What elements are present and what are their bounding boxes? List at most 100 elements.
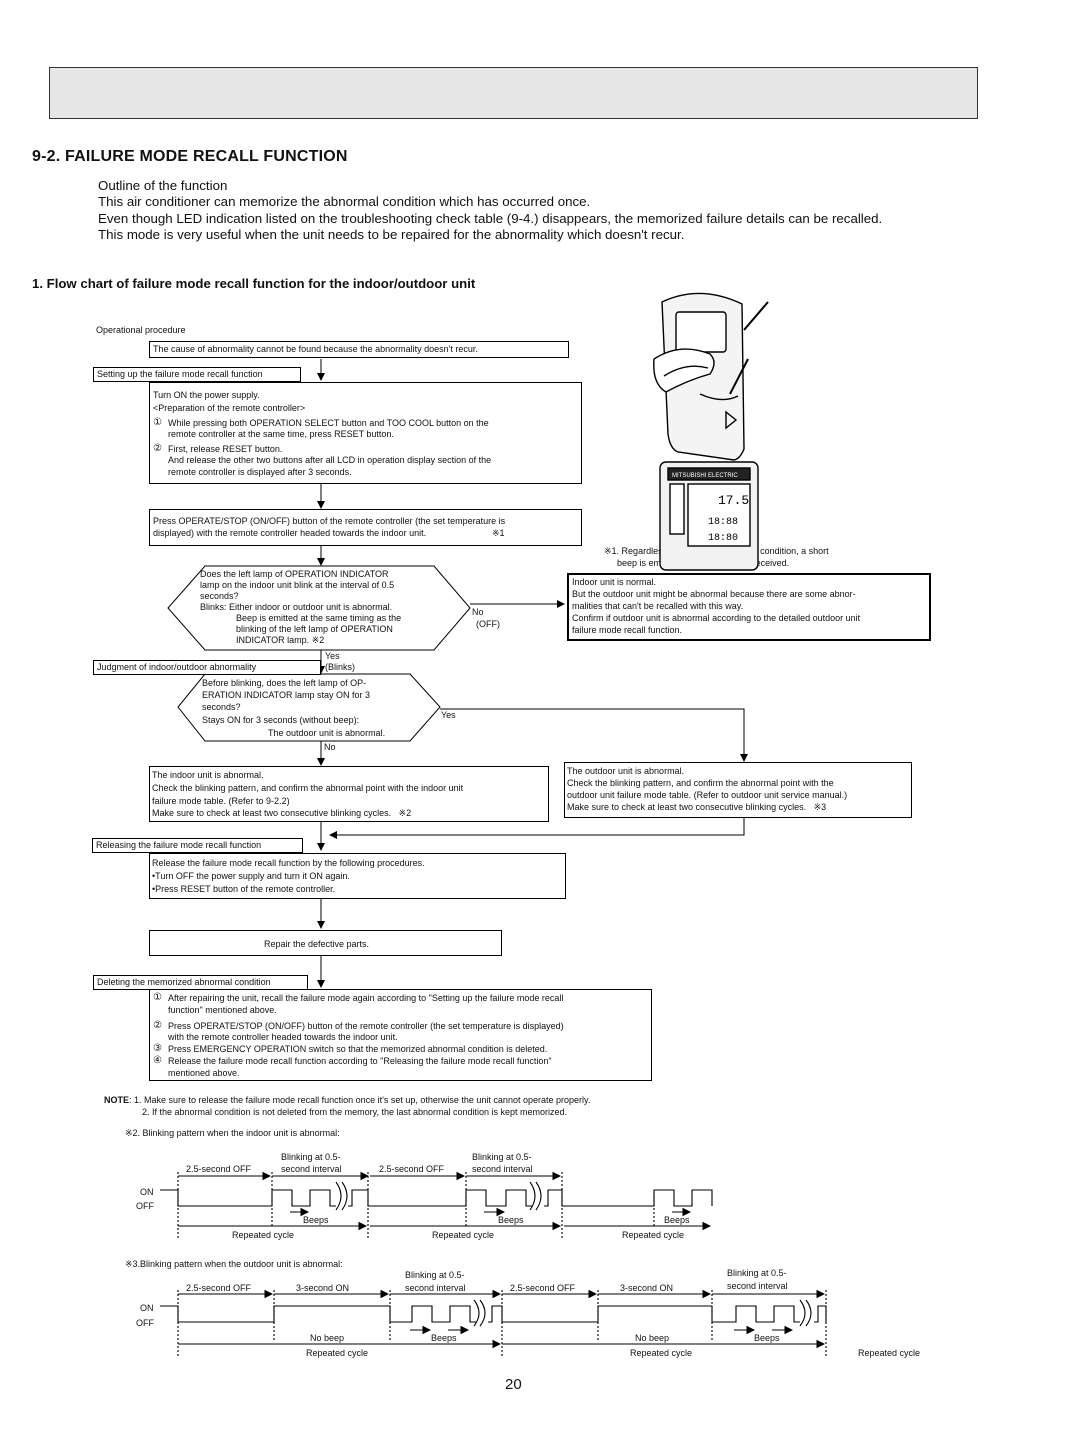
remote-brand: MITSUBISHI ELECTRIC — [672, 473, 738, 479]
release-label-box: Releasing the failure mode recall functi… — [92, 838, 303, 853]
indoor-line: Make sure to check at least two consecut… — [152, 808, 412, 818]
cycle-label: Repeated cycle — [432, 1230, 495, 1240]
blinks-label: (Blinks) — [325, 662, 356, 672]
step-3-marker: ③ — [153, 1043, 162, 1054]
ref-number: 3 — [821, 802, 827, 812]
delete-line: function" mentioned above. — [168, 1005, 277, 1015]
repair-text: Repair the defective parts. — [264, 939, 370, 949]
timing-label: second interval — [727, 1281, 788, 1291]
decision1-line: seconds? — [200, 591, 239, 601]
normal-line: Indoor unit is normal. — [572, 577, 657, 587]
ref-number: 1 — [499, 528, 505, 538]
on-label: ON — [140, 1303, 154, 1313]
timing-label: Blinking at 0.5- — [727, 1268, 787, 1278]
release-line: •Press RESET button of the remote contro… — [152, 884, 336, 894]
decision1-line: Blinks: Either indoor or outdoor unit is… — [200, 602, 393, 612]
release-item: Turn OFF the power supply and turn it ON… — [155, 871, 350, 881]
timing-label: 2.5-second OFF — [510, 1283, 576, 1293]
decision1-line: lamp on the indoor unit blink at the int… — [200, 580, 395, 590]
remote-clock: 18:88 — [708, 517, 738, 528]
intro-line: This mode is very useful when the unit n… — [98, 227, 685, 243]
indoor-line: The indoor unit is abnormal. — [152, 770, 264, 780]
cycle-label: Repeated cycle — [306, 1348, 369, 1358]
no-label: No — [472, 607, 484, 617]
outdoor-line: outdoor unit failure mode table. (Refer … — [567, 790, 848, 800]
outdoor-line: The outdoor unit is abnormal. — [567, 766, 685, 776]
timing2-caption-text: 3.Blinking pattern when the outdoor unit… — [132, 1259, 343, 1269]
yes-label: Yes — [325, 651, 340, 661]
delete-box: ① After repairing the unit, recall the f… — [149, 989, 652, 1081]
release-label: Releasing the failure mode recall functi… — [96, 840, 262, 850]
delete-line: mentioned above. — [168, 1068, 240, 1078]
note-text: : 1. Make sure to release the failure mo… — [129, 1095, 591, 1105]
operational-procedure-label: Operational procedure — [96, 325, 186, 335]
step-2-marker: ② — [153, 443, 162, 454]
release-line: •Turn OFF the power supply and turn it O… — [152, 871, 350, 881]
section-title: 9-2. FAILURE MODE RECALL FUNCTION — [32, 148, 348, 165]
decision2-line: seconds? — [202, 702, 241, 712]
indoor-check: Make sure to check at least two consecut… — [152, 808, 392, 818]
judgment-label-box: Judgment of indoor/outdoor abnormality — [93, 660, 321, 675]
release-item: Press RESET button of the remote control… — [155, 884, 336, 894]
note-line: NOTE: 1. Make sure to release the failur… — [104, 1095, 590, 1106]
normal-line: failure mode recall function. — [572, 625, 683, 635]
intro-line: This air conditioner can memorize the ab… — [98, 194, 591, 210]
on-label: ON — [140, 1187, 154, 1197]
setup-box: Turn ON the power supply. <Preparation o… — [149, 382, 582, 484]
outdoor-line: Check the blinking pattern, and confirm … — [567, 778, 834, 788]
setup-label: Setting up the failure mode recall funct… — [97, 369, 263, 379]
decision2-line: ERATION INDICATOR lamp stay ON for 3 — [202, 690, 371, 700]
timing-label: 3-second ON — [620, 1283, 674, 1293]
timing-label: second interval — [281, 1164, 342, 1174]
setup-line: While pressing both OPERATION SELECT but… — [168, 418, 489, 428]
setup-line: Turn ON the power supply. — [153, 390, 260, 400]
page-number: 20 — [505, 1376, 522, 1393]
nobeep-label: No beep — [635, 1333, 670, 1343]
timing-label: Blinking at 0.5- — [281, 1152, 341, 1162]
delete-line: Release the failure mode recall function… — [168, 1056, 552, 1066]
flowchart-heading: 1. Flow chart of failure mode recall fun… — [32, 276, 476, 291]
timing-label: Blinking at 0.5- — [405, 1270, 465, 1280]
intro-line: Outline of the function — [98, 178, 228, 193]
timing2-caption: ※3.Blinking pattern when the outdoor uni… — [125, 1259, 343, 1269]
remote-controller-illustration: MITSUBISHI ELECTRIC 17.5 18:88 18:80 — [653, 292, 769, 571]
ref-number: 2 — [406, 808, 412, 818]
indoor-abnormal-box: The indoor unit is abnormal. Check the b… — [149, 766, 549, 822]
remote-clock: 18:80 — [708, 533, 738, 544]
step-4-marker: ④ — [153, 1055, 162, 1066]
timing-label: Blinking at 0.5- — [472, 1152, 532, 1162]
timing-label: 2.5-second OFF — [186, 1164, 252, 1174]
nobeep-label: No beep — [310, 1333, 345, 1343]
off-label: (OFF) — [476, 619, 500, 629]
indoor-line: failure mode table. (Refer to 9-2.2) — [152, 796, 290, 806]
cycle-label: Repeated cycle — [858, 1348, 921, 1358]
timing-label: 2.5-second OFF — [379, 1164, 445, 1174]
note-label: NOTE — [104, 1095, 130, 1105]
ref-number: 2 — [319, 635, 325, 645]
setup-line: First, release RESET button. — [168, 444, 283, 454]
beeps-label: Beeps — [664, 1215, 690, 1225]
delete-line: Press OPERATE/STOP (ON/OFF) button of th… — [168, 1021, 564, 1031]
intro-text: Outline of the function This air conditi… — [98, 178, 1018, 244]
decision2-line: The outdoor unit is abnormal. — [268, 728, 386, 738]
timing-label: 3-second ON — [296, 1283, 350, 1293]
indoor-line: Check the blinking pattern, and confirm … — [152, 783, 464, 793]
cycle-label: Repeated cycle — [232, 1230, 295, 1240]
decision2-line: Before blinking, does the left lamp of O… — [202, 678, 367, 688]
decision1-line: INDICATOR lamp. ※2 — [236, 635, 325, 645]
timing-label: second interval — [472, 1164, 533, 1174]
step-2-marker: ② — [153, 1020, 162, 1031]
setup-line: <Preparation of the remote controller> — [153, 403, 306, 413]
intro-line: Even though LED indication listed on the… — [98, 210, 883, 226]
release-line: Release the failure mode recall function… — [152, 858, 425, 868]
delete-label: Deleting the memorized abnormal conditio… — [97, 977, 271, 987]
ref-mark: ※1 — [492, 528, 505, 538]
decision1-line: blinking of the left lamp of OPERATION — [236, 624, 393, 634]
decision1-line: Beep is emitted at the same timing as th… — [236, 613, 402, 623]
note-line: 2. If the abnormal condition is not dele… — [142, 1107, 568, 1117]
setup-label-box: Setting up the failure mode recall funct… — [93, 367, 301, 382]
outdoor-check: Make sure to check at least two consecut… — [567, 802, 807, 812]
